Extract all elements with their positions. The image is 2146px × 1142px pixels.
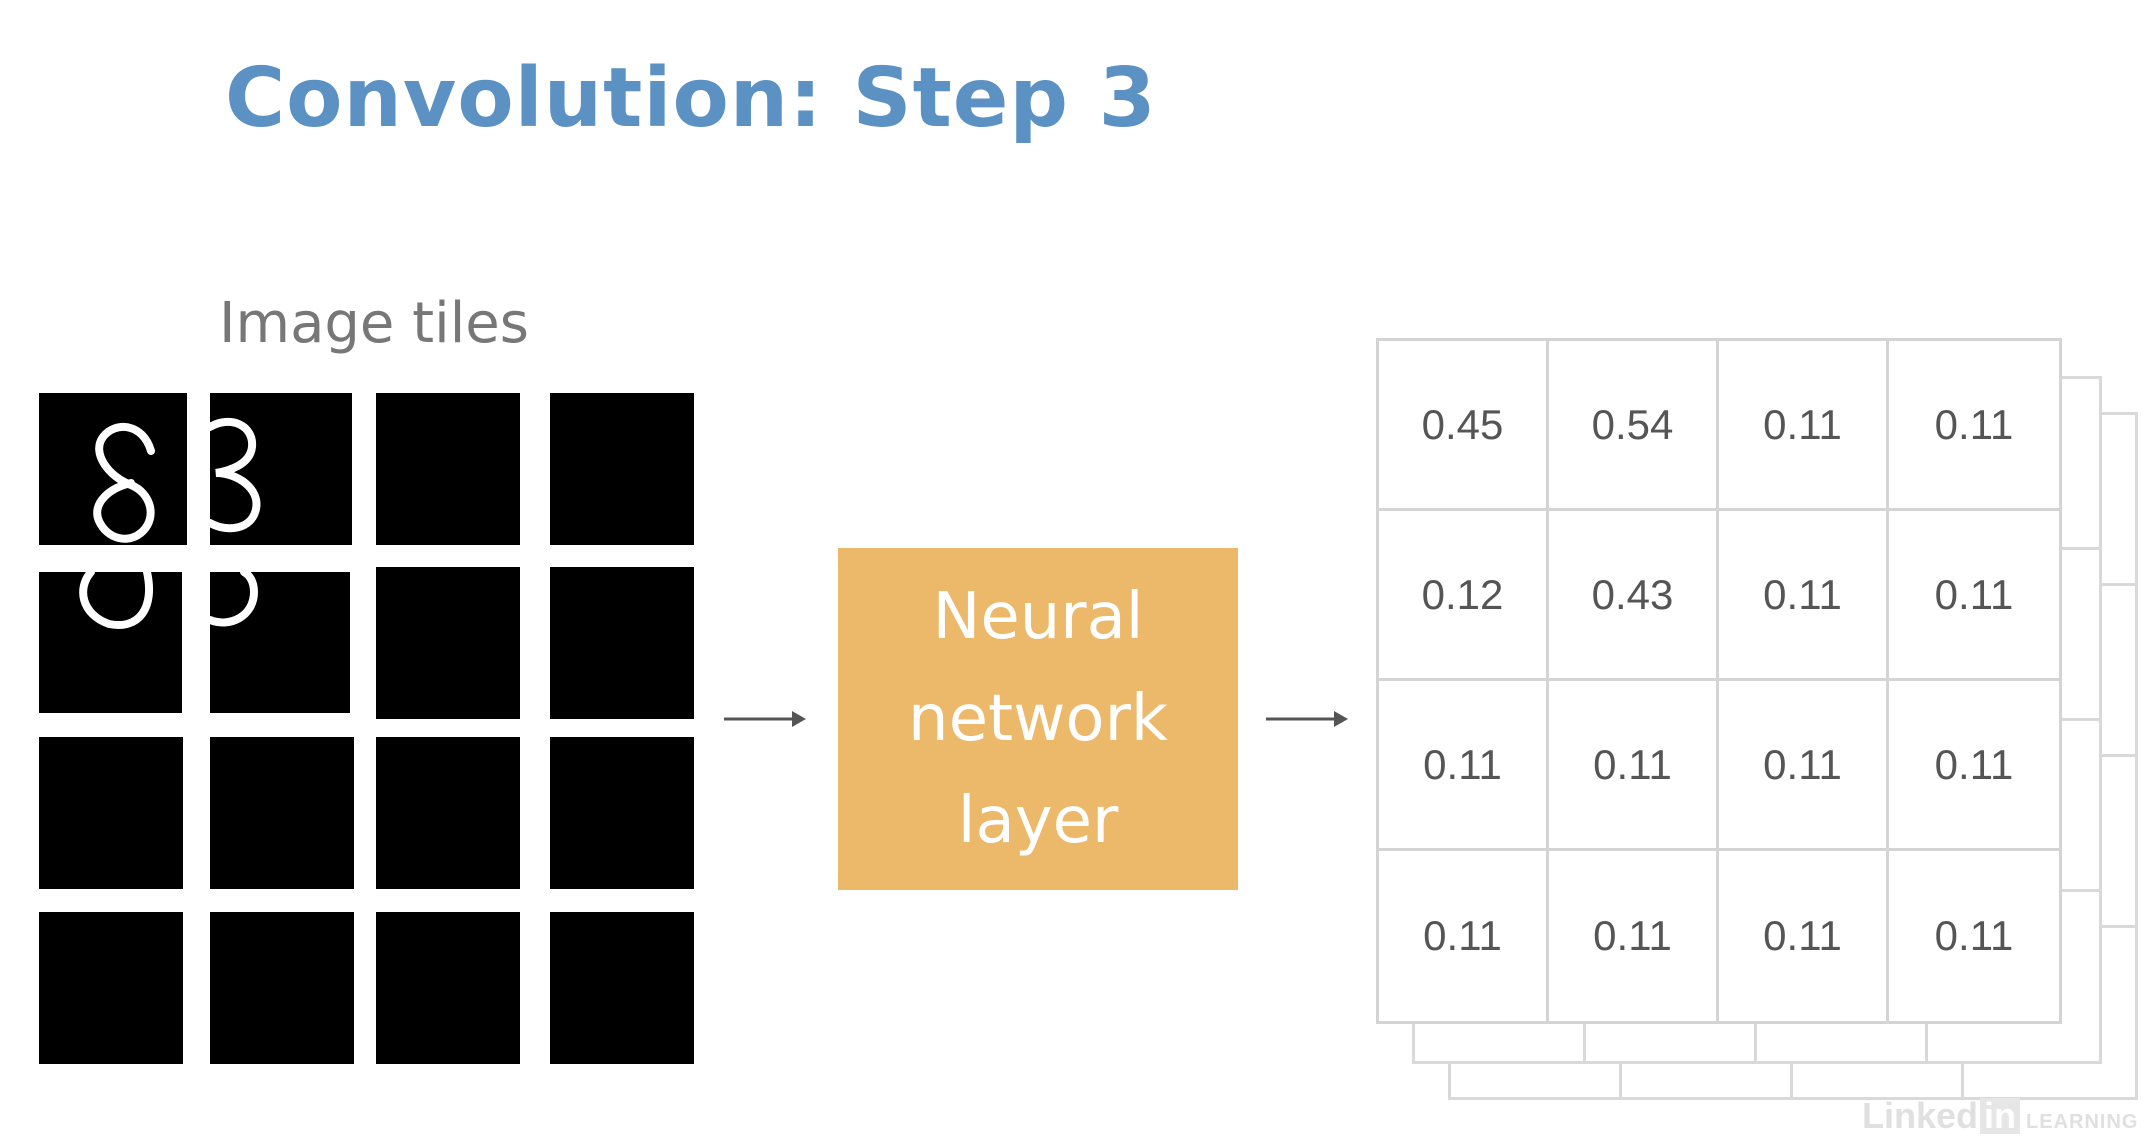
image-tile [376, 737, 520, 889]
image-tile [376, 393, 520, 545]
grid-cell: 0.11 [1379, 851, 1549, 1021]
image-tile [39, 912, 183, 1064]
image-tile [550, 737, 694, 889]
grid-cell: 0.11 [1889, 511, 2059, 681]
slide-title: Convolution: Step 3 [225, 51, 1157, 146]
image-tile [210, 912, 354, 1064]
grid-cell: 0.11 [1889, 341, 2059, 511]
watermark-learning: LEARNING [2026, 1111, 2139, 1133]
image-tile [550, 393, 694, 545]
digit-3-top-stroke [210, 417, 261, 533]
image-tile [376, 567, 520, 719]
watermark-in-box: in [1980, 1098, 2021, 1134]
image-tile [210, 737, 354, 889]
digit-8-bottom-stroke [79, 572, 153, 629]
right-arrow-icon [1266, 711, 1348, 727]
grid-cell: 0.11 [1719, 341, 1889, 511]
grid-cell: 0.11 [1719, 851, 1889, 1021]
image-tile [210, 572, 350, 713]
image-tile [39, 572, 182, 713]
watermark-brand: Linked [1862, 1095, 1979, 1136]
image-tile [550, 567, 694, 719]
grid-cell: 0.11 [1379, 681, 1549, 851]
digit-3-bottom-stroke [210, 572, 259, 627]
image-tile [376, 912, 520, 1064]
grid-cell: 0.45 [1379, 341, 1549, 511]
image-tile [550, 912, 694, 1064]
grid-cell: 0.11 [1719, 511, 1889, 681]
grid-cell: 0.43 [1549, 511, 1719, 681]
grid-cell: 0.54 [1549, 341, 1719, 511]
image-tile [210, 393, 352, 545]
grid-cell: 0.12 [1379, 511, 1549, 681]
grid-cell: 0.11 [1719, 681, 1889, 851]
neural-network-layer-box: Neural network layer [838, 548, 1238, 890]
image-tile [39, 737, 183, 889]
digit-8-top-stroke [93, 423, 155, 543]
image-tiles-label: Image tiles [219, 291, 529, 356]
grid-cell: 0.11 [1549, 851, 1719, 1021]
grid-cell: 0.11 [1889, 681, 2059, 851]
grid-cell: 0.11 [1934, 912, 2014, 959]
grid-cell: 0.11 [1549, 681, 1719, 851]
image-tile [39, 393, 187, 545]
right-arrow-icon [724, 711, 806, 727]
neural-network-layer-label: Neural network layer [908, 580, 1168, 858]
